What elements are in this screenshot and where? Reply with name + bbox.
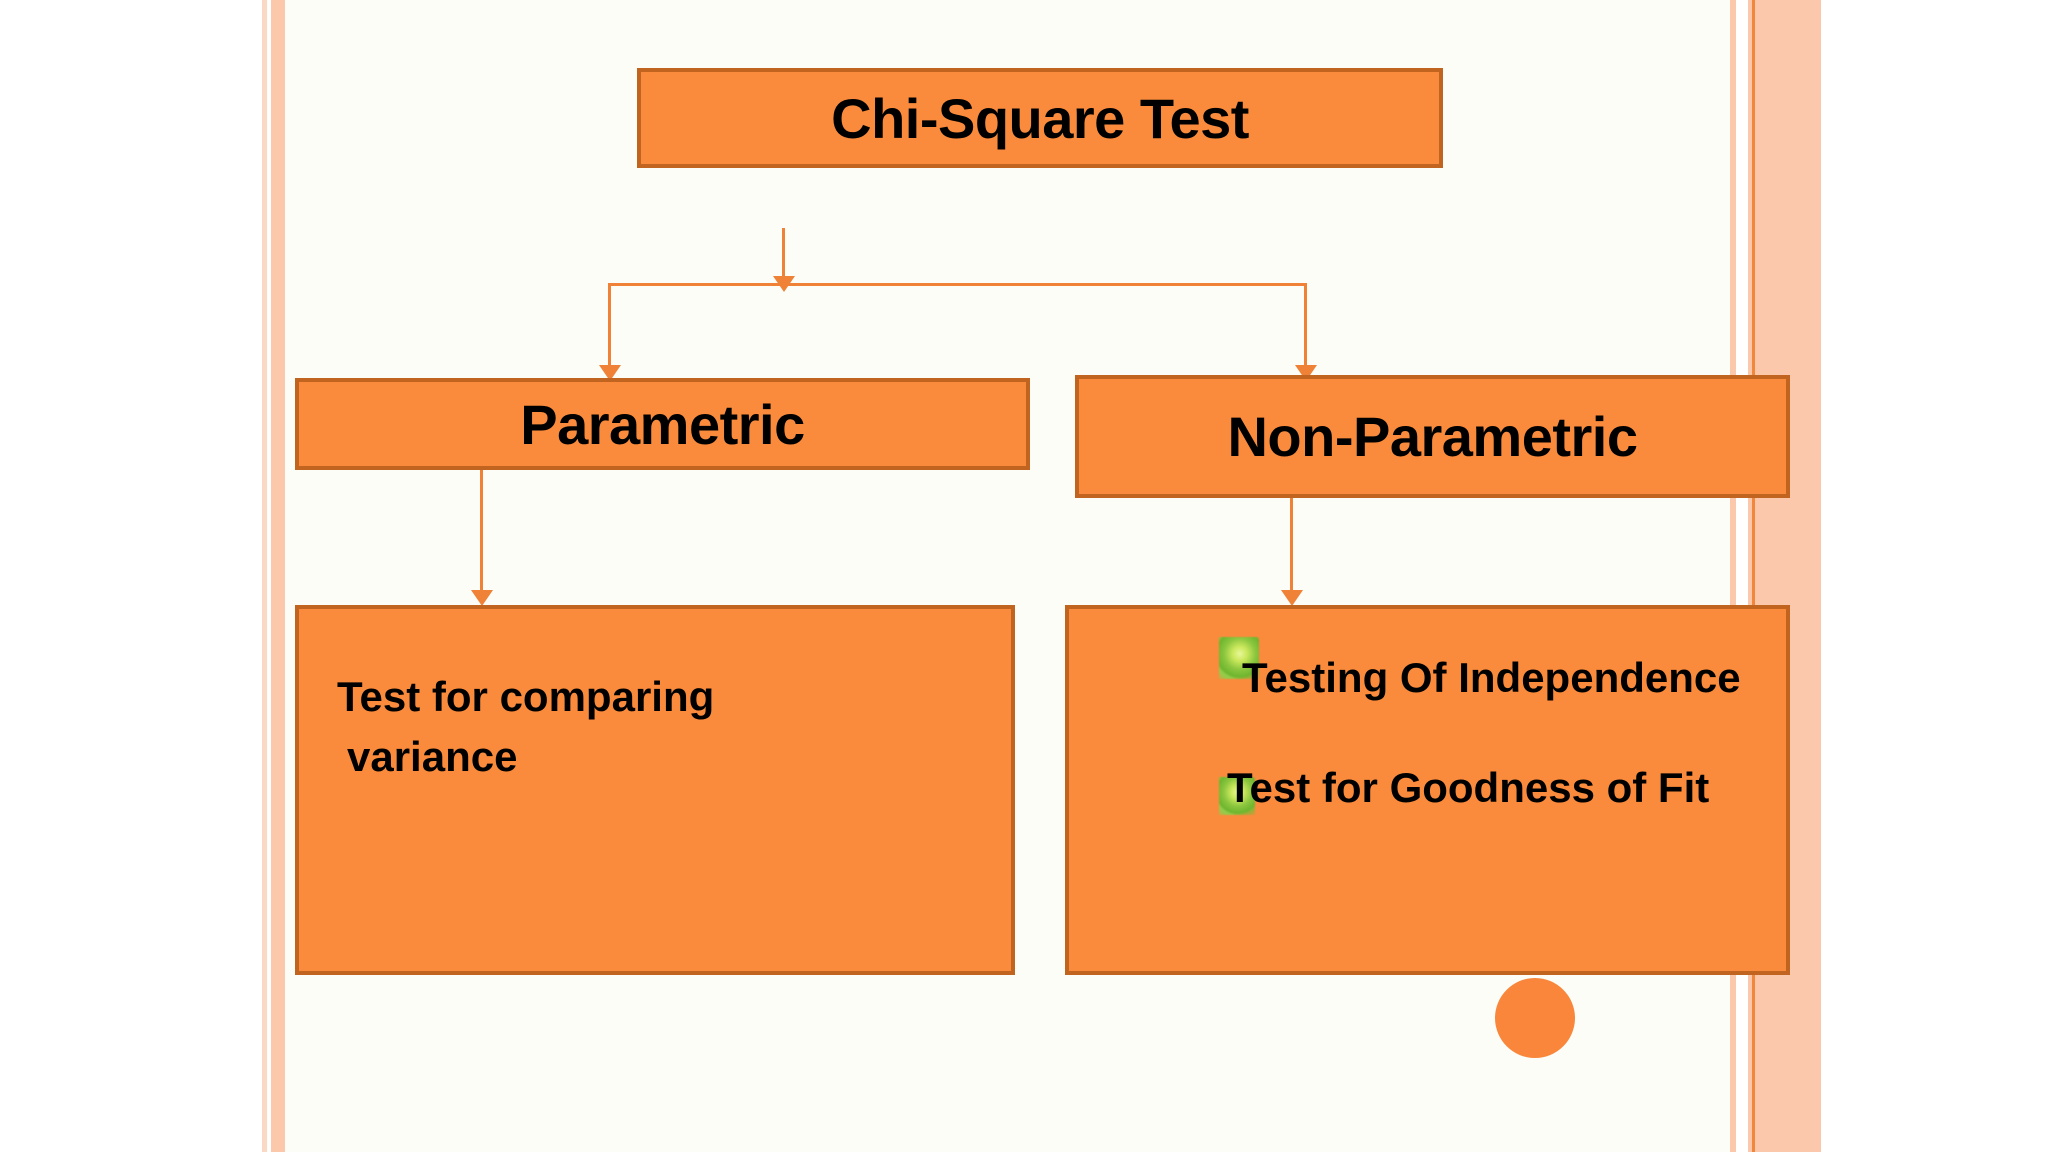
non-parametric-detail-item-2: Test for Goodness of Fit [1227,764,1710,811]
orange-circle-decoration [1495,978,1575,1058]
connector-left-drop [608,283,611,371]
connector-parametric-drop [480,470,483,595]
node-chi-square-test: Chi-Square Test [637,68,1443,168]
connector-non-parametric-arrowhead-icon [1281,590,1303,606]
right-border-accent-line [1752,0,1755,1152]
node-parametric-label: Parametric [520,392,805,456]
left-border-stripe-3 [271,0,285,1152]
green-leaf-bullet-icon [1219,637,1259,679]
non-parametric-detail-item-1: Testing Of Independence [1242,654,1741,701]
left-border-stripe-2 [268,0,271,1152]
node-non-parametric-label: Non-Parametric [1227,405,1638,468]
node-non-parametric: Non-Parametric [1075,375,1790,498]
connector-root-stem [782,228,785,282]
right-border-stripe-1 [1730,0,1736,1152]
right-border-stripe-2 [1736,0,1748,1152]
connector-horizontal-bar [608,283,1307,286]
right-border-stripe-3 [1748,0,1752,1152]
parametric-detail-line-1: Test for comparing [337,673,715,720]
parametric-detail-line-2: variance [347,732,518,780]
right-outer-margin [1821,0,2048,1152]
left-border-stripe-1 [262,0,267,1152]
node-parametric: Parametric [295,378,1030,470]
green-leaf-bullet-icon [1219,777,1255,815]
node-title-label: Chi-Square Test [831,86,1249,150]
node-non-parametric-detail: Testing Of Independence Test for Goodnes… [1065,605,1790,975]
connector-parametric-arrowhead-icon [471,590,493,606]
slide-canvas: Chi-Square Test Parametric Non-Parametri… [262,0,2048,1152]
connector-right-drop [1304,283,1307,371]
node-parametric-detail: Test for comparing variance [295,605,1015,975]
connector-left-arrowhead-icon [599,365,621,381]
connector-non-parametric-drop [1290,498,1293,595]
right-border-stripe-4 [1755,0,1821,1152]
